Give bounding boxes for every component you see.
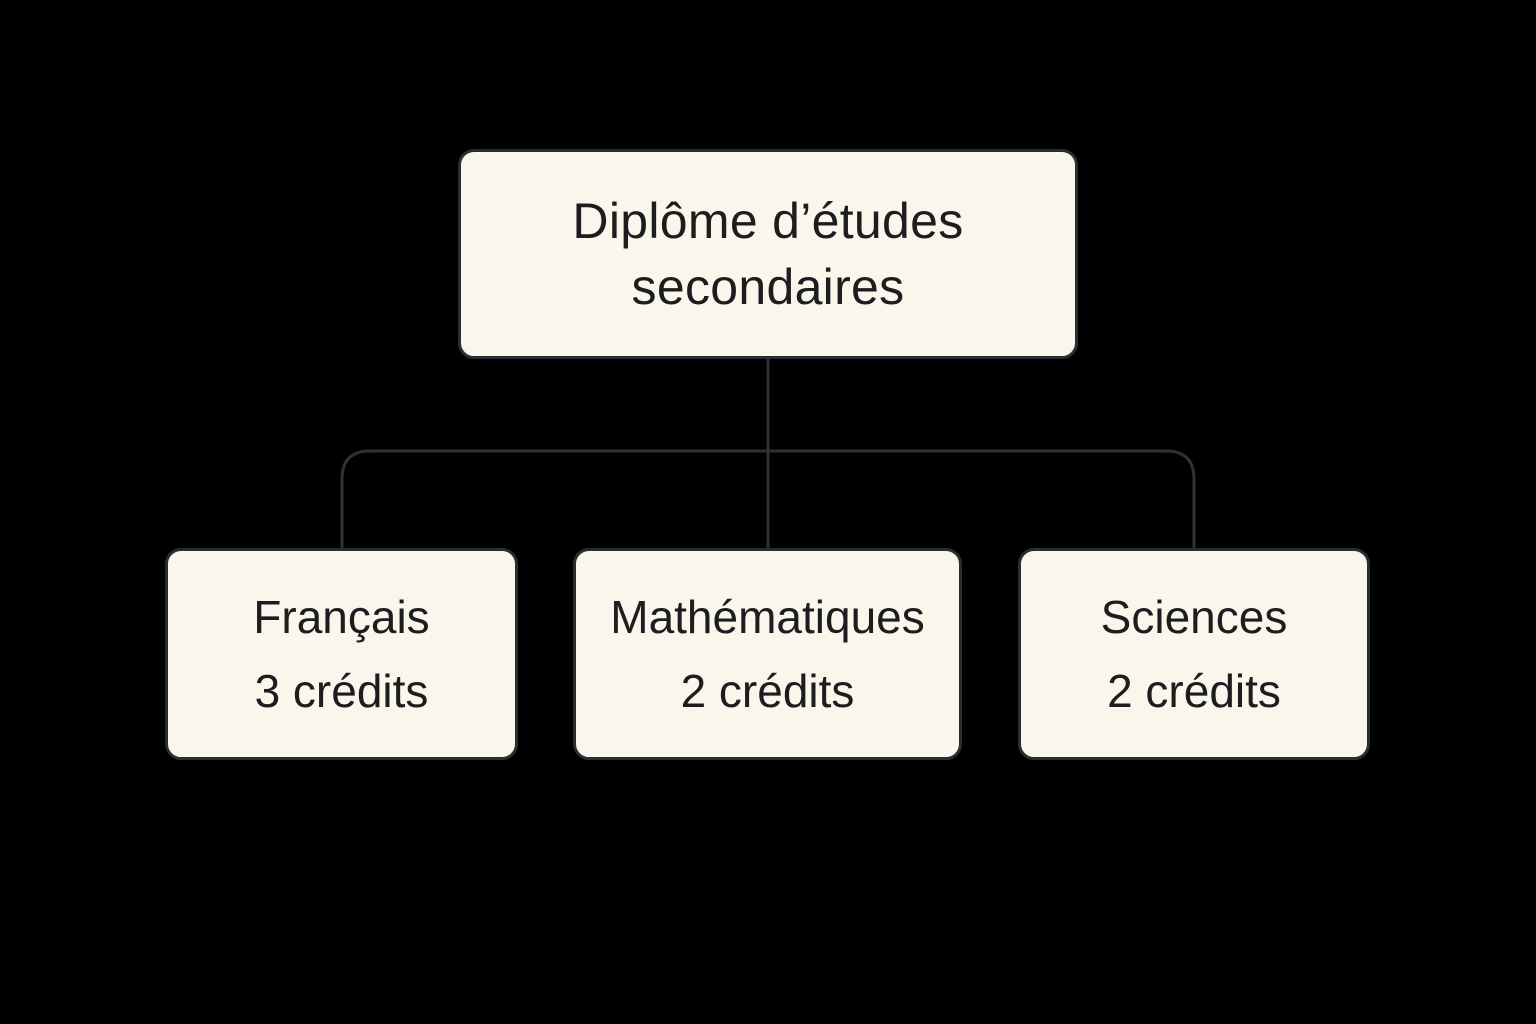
credits-label: 3 crédits	[254, 665, 429, 717]
child-node-mathematiques: Mathématiques 2 crédits	[573, 548, 962, 760]
subject-label: Sciences	[1100, 591, 1288, 643]
credits-label: 2 crédits	[680, 665, 855, 717]
root-title-line-2: secondaires	[631, 259, 905, 315]
subject-label: Français	[253, 591, 430, 643]
credits-label: 2 crédits	[1107, 665, 1281, 717]
connector-branch-left	[340, 449, 768, 548]
root-node-diploma: Diplôme d’études secondaires	[458, 149, 1078, 359]
root-title-line-1: Diplôme d’études	[572, 193, 964, 249]
subject-label: Mathématiques	[610, 591, 925, 643]
child-node-sciences: Sciences 2 crédits	[1018, 548, 1370, 760]
child-node-francais: Français 3 crédits	[165, 548, 518, 760]
connector-branch-right	[768, 449, 1196, 548]
